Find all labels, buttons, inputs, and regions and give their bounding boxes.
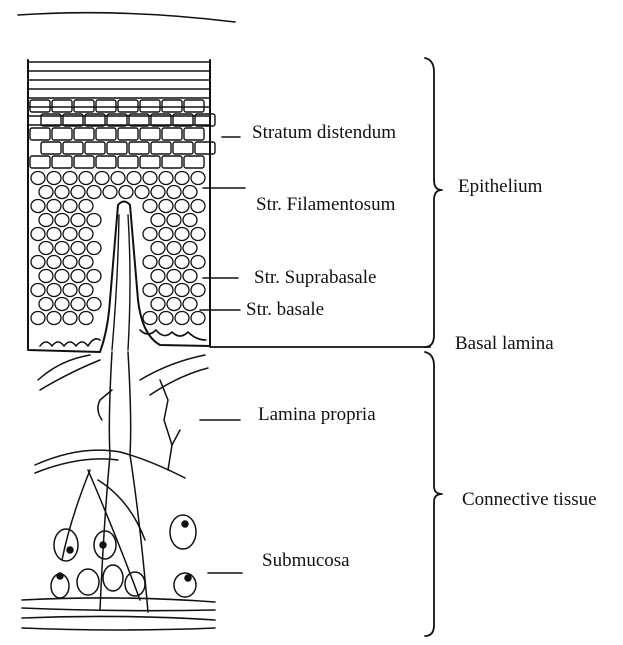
papilla-strand bbox=[128, 215, 130, 350]
stratum-distendum-cells bbox=[28, 62, 215, 168]
leader-lines bbox=[200, 137, 245, 573]
epithelium-brace bbox=[425, 58, 442, 347]
label-submucosa: Submucosa bbox=[262, 551, 350, 570]
label-str-suprabasale: Str. Suprabasale bbox=[254, 268, 376, 287]
label-stratum-distendum: Stratum distendum bbox=[252, 123, 396, 142]
top-stray-line bbox=[18, 13, 235, 22]
label-str-basale: Str. basale bbox=[246, 300, 324, 319]
label-lamina-propria: Lamina propria bbox=[258, 405, 376, 424]
label-str-filamentosum: Str. Filamentosum bbox=[256, 195, 395, 214]
bottom-layers bbox=[22, 598, 215, 630]
label-epithelium: Epithelium bbox=[458, 177, 542, 196]
connective-tissue-brace bbox=[425, 352, 442, 636]
label-basal-lamina: Basal lamina bbox=[455, 334, 554, 353]
basal-layer bbox=[40, 339, 100, 346]
label-connective-tissue: Connective tissue bbox=[462, 490, 597, 509]
